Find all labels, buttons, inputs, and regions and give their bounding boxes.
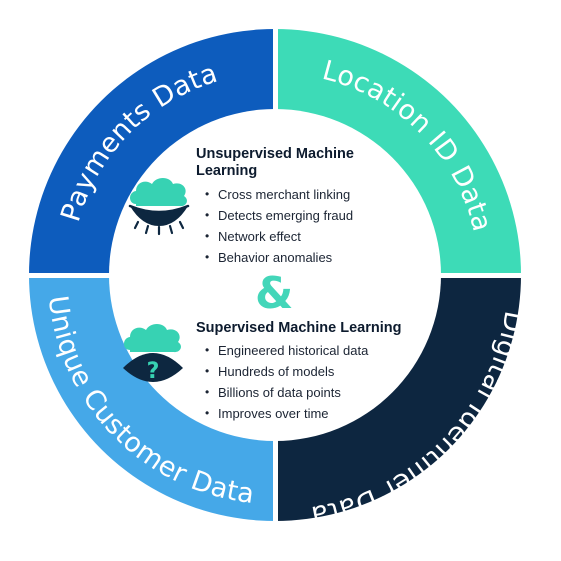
list-item: Behavior anomalies bbox=[203, 247, 353, 268]
svg-text:?: ? bbox=[147, 359, 160, 384]
list-item: Billions of data points bbox=[203, 382, 368, 403]
list-item: Improves over time bbox=[203, 403, 368, 424]
list-item: Hundreds of models bbox=[203, 361, 368, 382]
unsupervised-heading-line1: Unsupervised Machine bbox=[196, 146, 354, 162]
list-item: Detects emerging fraud bbox=[203, 205, 353, 226]
unsupervised-bullet-list: Cross merchant linking Detects emerging … bbox=[203, 184, 353, 268]
ampersand-symbol: & bbox=[255, 268, 294, 319]
list-item: Cross merchant linking bbox=[203, 184, 353, 205]
cloud-eye-icon bbox=[128, 178, 190, 236]
supervised-bullet-list: Engineered historical data Hundreds of m… bbox=[203, 340, 368, 424]
cloud-eye-question-icon: ? bbox=[123, 324, 183, 384]
list-item: Network effect bbox=[203, 226, 353, 247]
unsupervised-heading: Unsupervised Machine Learning bbox=[196, 146, 354, 180]
unsupervised-heading-line2: Learning bbox=[196, 163, 258, 179]
supervised-heading: Supervised Machine Learning bbox=[196, 320, 402, 336]
list-item: Engineered historical data bbox=[203, 340, 368, 361]
